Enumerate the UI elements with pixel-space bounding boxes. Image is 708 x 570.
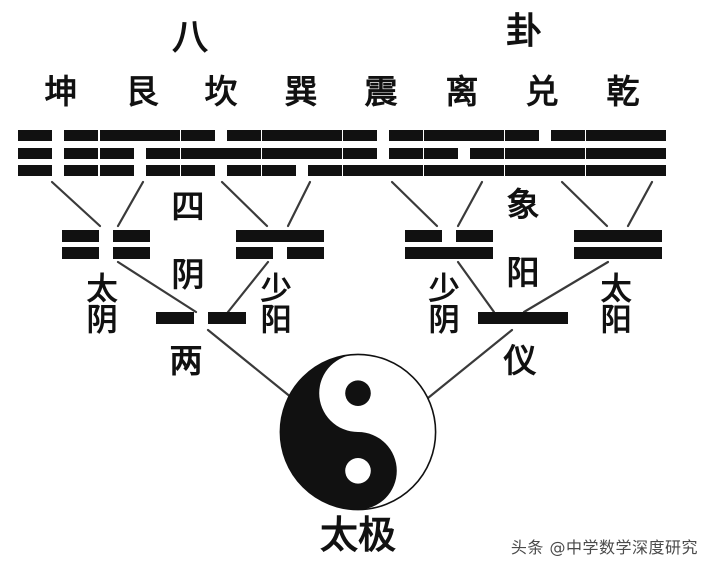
yao-solid <box>574 247 662 259</box>
monogram-yang <box>478 312 568 324</box>
yao-broken <box>100 165 180 176</box>
label-yin-mid: 阴 <box>171 255 205 294</box>
bagua-title-right: 卦 <box>505 11 542 52</box>
yao-broken <box>262 165 342 176</box>
yao-broken <box>18 130 98 141</box>
trigram-gen <box>100 130 180 176</box>
yao-broken <box>424 147 504 159</box>
yao-broken <box>181 165 261 176</box>
yao-broken <box>343 130 423 141</box>
trigram-zhen <box>343 130 423 176</box>
trigram-name-kan: 坎 <box>204 72 238 111</box>
trigram-name-zhen: 震 <box>364 72 398 111</box>
bigram-name-shaoyin: 少阴 <box>422 272 459 334</box>
yao-broken <box>181 130 261 141</box>
label-yang-mid: 阳 <box>506 253 540 292</box>
yao-broken <box>405 230 493 242</box>
yao-broken <box>18 147 98 159</box>
trigram-kan <box>181 130 261 176</box>
bagua-title-left: 八 <box>171 17 208 58</box>
trigram-qian <box>586 130 666 176</box>
yao-broken <box>62 247 150 259</box>
yao-solid <box>424 165 504 176</box>
yao-broken <box>236 247 324 259</box>
yao-solid <box>586 130 666 141</box>
label-yi: 仪 <box>503 341 537 380</box>
trigram-name-kun: 坤 <box>44 72 78 111</box>
yao-solid <box>262 130 342 141</box>
yao-broken <box>505 130 585 141</box>
yao-solid <box>586 165 666 176</box>
bigram-taiyin <box>62 230 150 259</box>
trigram-dui <box>505 130 585 176</box>
yao-broken <box>156 312 246 324</box>
yao-solid <box>343 165 423 176</box>
bigram-name-shaoyang: 少阳 <box>254 272 291 334</box>
bigram-taiyang <box>574 230 662 259</box>
bigram-shaoyang <box>236 230 324 259</box>
yao-solid <box>100 130 180 141</box>
yao-solid <box>405 247 493 259</box>
monogram-yin <box>156 312 246 324</box>
trigram-xun <box>262 130 342 176</box>
yao-broken <box>62 230 150 242</box>
bigram-name-taiyang: 太阳 <box>594 272 631 334</box>
yao-solid <box>586 147 666 159</box>
watermark: 头条 @中学数学深度研究 <box>510 538 698 557</box>
taiji-label: 太极 <box>319 513 396 557</box>
yao-broken <box>100 147 180 159</box>
yao-solid <box>262 147 342 159</box>
trigram-name-li: 离 <box>445 72 479 111</box>
bigram-name-taiyin: 太阴 <box>80 272 117 334</box>
yao-solid <box>505 165 585 176</box>
bigram-shaoyin <box>405 230 493 259</box>
trigram-name-xun: 巽 <box>284 72 318 111</box>
trigram-kun <box>18 130 98 176</box>
yao-solid <box>181 147 261 159</box>
yao-solid <box>574 230 662 242</box>
label-xiang: 象 <box>506 185 540 224</box>
label-si: 四 <box>171 187 205 226</box>
yao-broken <box>343 147 423 159</box>
yao-broken <box>18 165 98 176</box>
trigram-name-qian: 乾 <box>606 72 640 111</box>
trigram-name-dui: 兑 <box>525 72 559 111</box>
trigram-name-gen: 艮 <box>125 72 159 111</box>
taiji-symbol <box>279 353 437 511</box>
yao-solid <box>424 130 504 141</box>
yao-solid <box>478 312 568 324</box>
label-liang: 两 <box>169 341 203 380</box>
yao-solid <box>236 230 324 242</box>
trigram-li <box>424 130 504 176</box>
yao-solid <box>505 147 585 159</box>
